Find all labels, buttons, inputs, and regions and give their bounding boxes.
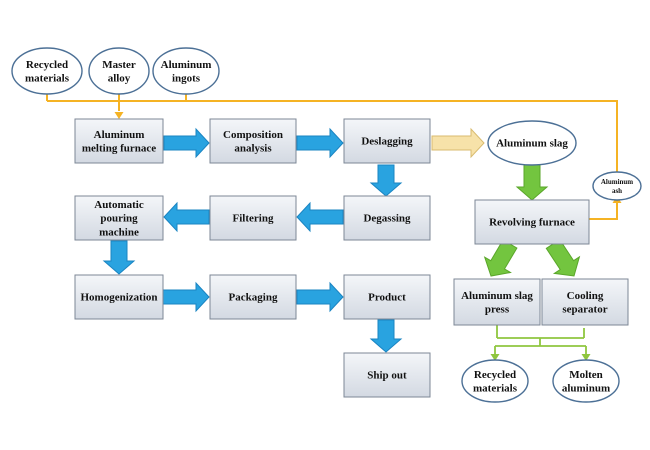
feed-header-line	[47, 100, 618, 176]
output-molten-aluminum: Molten aluminum	[552, 359, 620, 403]
node-revolving-furnace-label-line-1: Revolving furnace	[489, 217, 575, 229]
node-degassing: Degassing	[343, 195, 431, 241]
arrow-deslagging-to-degassing	[369, 164, 403, 197]
node-product-label-line-1: Product	[368, 292, 406, 304]
input-aluminum-ingots: Aluminum ingots	[152, 47, 220, 95]
node-slag-press-label-line-2: press	[485, 304, 510, 316]
node-melting-furnace-shape	[74, 118, 164, 164]
node-melting-furnace-label-line-2: melting furnace	[82, 143, 156, 155]
node-cooling-separator: Cooling separator	[541, 278, 629, 326]
output-arrow-recycled	[490, 354, 500, 361]
output-recycled-materials-label-line-2: materials	[473, 383, 518, 395]
node-filtering-shape	[209, 195, 297, 241]
output-molten-aluminum-shape	[552, 359, 620, 403]
node-homogenization-label-line-1: Homogenization	[81, 292, 158, 304]
arrow-homogenization-to-packaging	[162, 281, 210, 313]
node-cooling-separator-shape	[541, 278, 629, 326]
input-master-alloy-shape	[88, 47, 150, 95]
node-cooling-separator-label-line-1: Cooling	[567, 290, 604, 302]
node-melting-furnace: Aluminum melting furnace	[74, 118, 164, 164]
node-melting-furnace-label-line-1: Aluminum	[94, 129, 145, 141]
arrow-composition-to-deslagging	[296, 127, 344, 159]
arrow-filtering-to-pouring	[163, 201, 210, 233]
output-molten-aluminum-label-line-1: Molten	[569, 369, 603, 381]
feed-arrow-to-furnace	[114, 112, 124, 119]
input-master-alloy-label-line-1: Master	[102, 59, 136, 71]
node-aluminum-ash-label-line-2: ash	[612, 187, 622, 195]
output-recycled-materials-shape	[461, 359, 529, 403]
arrow-pouring-to-homogenization	[102, 240, 136, 275]
node-ship-out: Ship out	[343, 352, 431, 398]
node-packaging: Packaging	[209, 274, 297, 320]
node-automatic-pouring-label-line-1: Automatic	[94, 199, 144, 211]
node-packaging-label-line-1: Packaging	[229, 292, 278, 304]
arrow-degassing-to-filtering	[296, 201, 344, 233]
input-aluminum-ingots-shape	[152, 47, 220, 95]
node-degassing-label-line-1: Degassing	[363, 213, 411, 225]
node-composition-analysis-label-line-1: Composition	[223, 129, 283, 141]
node-aluminum-slag-shape	[487, 120, 577, 166]
ash-return-line	[589, 200, 618, 220]
node-composition-analysis-shape	[209, 118, 297, 164]
node-aluminum-slag-label-line-1: Aluminum slag	[496, 138, 568, 150]
input-aluminum-ingots-label-line-1: Aluminum	[161, 59, 212, 71]
node-automatic-pouring-label-line-3: machine	[99, 226, 139, 238]
node-aluminum-slag: Aluminum slag	[487, 120, 577, 166]
node-slag-press-label-line-1: Aluminum slag	[461, 290, 533, 302]
arrow-revolving-to-press	[483, 239, 518, 277]
arrow-deslagging-to-slag	[431, 127, 485, 159]
arrow-slag-to-revolving	[515, 164, 549, 201]
node-aluminum-ash-label-line-1: Aluminum	[601, 178, 633, 186]
node-slag-press: Aluminum slag press	[453, 278, 541, 326]
node-homogenization-shape	[74, 274, 164, 320]
node-aluminum-ash-shape	[592, 171, 642, 201]
node-composition-analysis: Composition analysis	[209, 118, 297, 164]
node-automatic-pouring-label-line-2: pouring	[100, 213, 138, 225]
node-filtering-label-line-1: Filtering	[233, 213, 274, 225]
input-recycled-materials-label-line-1: Recycled	[26, 59, 68, 71]
input-recycled-materials-shape	[11, 47, 83, 95]
node-deslagging-shape	[343, 118, 431, 164]
arrow-product-to-shipout	[369, 319, 403, 353]
node-revolving-furnace-shape	[474, 199, 590, 245]
input-master-alloy: Master alloy	[88, 47, 150, 95]
input-aluminum-ingots-label-line-2: ingots	[172, 73, 201, 85]
node-deslagging: Deslagging	[343, 118, 431, 164]
output-molten-aluminum-label-line-2: aluminum	[562, 383, 610, 395]
node-composition-analysis-label-line-2: analysis	[234, 143, 272, 155]
output-arrow-molten	[581, 354, 591, 361]
output-recycled-materials-label-line-1: Recycled	[474, 369, 516, 381]
node-product: Product	[343, 274, 431, 320]
node-automatic-pouring-shape	[74, 195, 164, 241]
node-homogenization: Homogenization	[74, 274, 164, 320]
input-recycled-materials-label-line-2: materials	[25, 73, 70, 85]
node-product-shape	[343, 274, 431, 320]
input-recycled-materials: Recycled materials	[11, 47, 83, 95]
node-cooling-separator-label-line-2: separator	[562, 304, 607, 316]
node-ship-out-shape	[343, 352, 431, 398]
node-packaging-shape	[209, 274, 297, 320]
arrow-melting-to-composition	[163, 127, 210, 159]
node-revolving-furnace: Revolving furnace	[474, 199, 590, 245]
arrow-packaging-to-product	[296, 281, 344, 313]
input-master-alloy-label-line-2: alloy	[108, 73, 131, 85]
node-filtering: Filtering	[209, 195, 297, 241]
node-degassing-shape	[343, 195, 431, 241]
arrow-revolving-to-separator	[545, 238, 581, 277]
node-deslagging-label-line-1: Deslagging	[361, 136, 413, 148]
output-recycled-materials: Recycled materials	[461, 359, 529, 403]
node-ship-out-label-line-1: Ship out	[367, 370, 407, 382]
node-slag-press-shape	[453, 278, 541, 326]
